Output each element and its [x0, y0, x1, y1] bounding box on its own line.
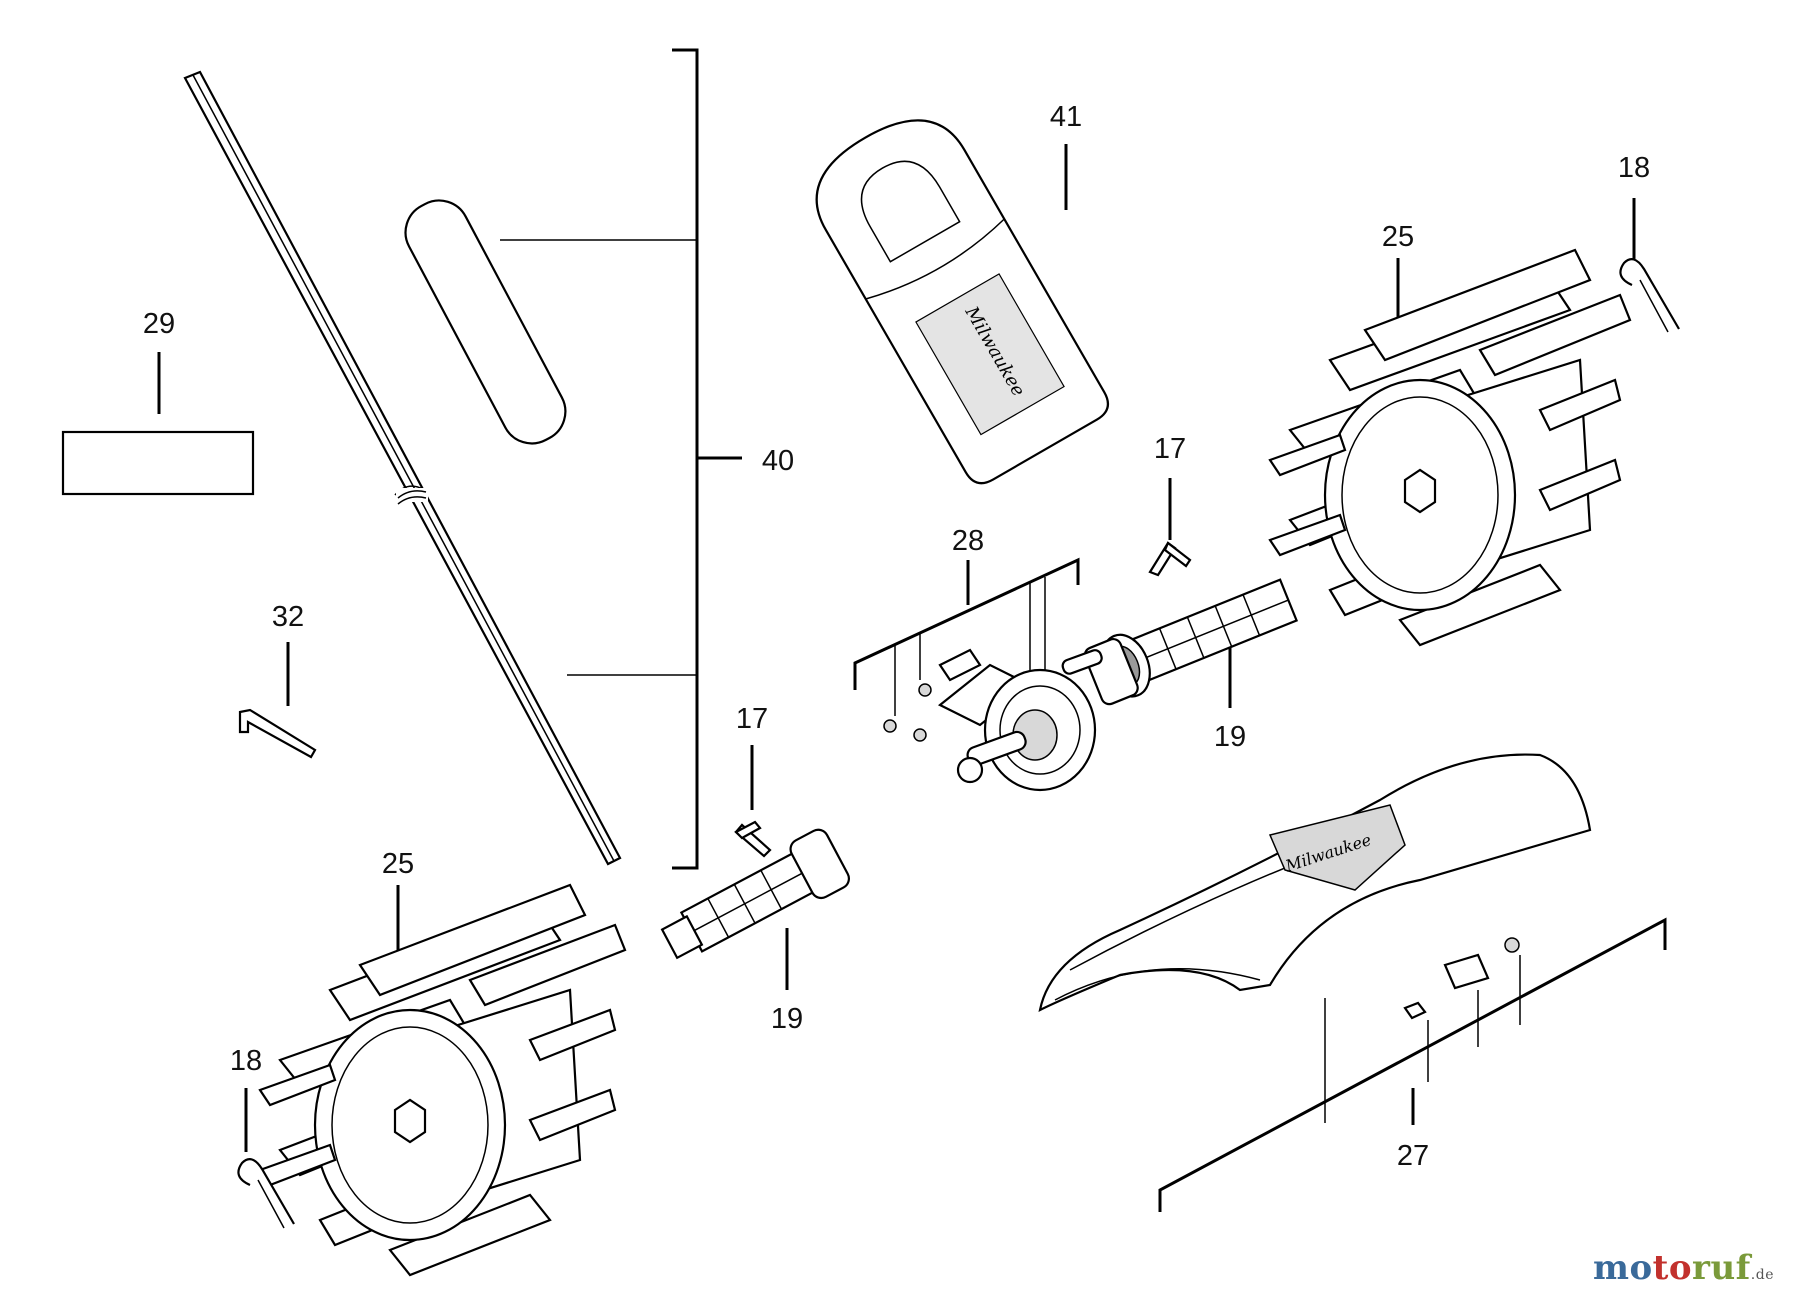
label-27: 27 — [1397, 1140, 1429, 1172]
part-28-gearbox — [853, 557, 1103, 792]
part-29-label-plate — [61, 352, 255, 496]
site-watermark: motoruf.de — [1592, 1248, 1774, 1288]
part-18-hitch-pin-top — [1619, 198, 1680, 333]
part-27-cover-shield: Milwaukee — [1038, 753, 1667, 1212]
label-18-low: 18 — [230, 1045, 262, 1077]
label-25-top: 25 — [1382, 221, 1414, 253]
label-25-low: 25 — [382, 848, 414, 880]
label-41: 41 — [1050, 101, 1082, 133]
label-18-top: 18 — [1618, 152, 1650, 184]
part-25-tine-rotor-low — [258, 883, 627, 1277]
label-28: 28 — [952, 525, 984, 557]
part-17-hex-key-mid — [1148, 478, 1192, 577]
shaft — [183, 70, 622, 866]
part-19-coupler-mid — [1083, 578, 1299, 708]
part-18-hitch-pin-low — [237, 1088, 295, 1229]
part-41-storage-bag: Milwaukee — [815, 119, 1110, 485]
part-40-bracket — [500, 48, 742, 870]
label-40: 40 — [762, 445, 794, 477]
label-17-low: 17 — [736, 703, 768, 735]
part-19-coupler-low — [660, 828, 850, 990]
label-32: 32 — [272, 601, 304, 633]
label-19-mid: 19 — [1214, 721, 1246, 753]
label-19-low: 19 — [771, 1003, 803, 1035]
grip-sleeve — [404, 199, 567, 445]
part-25-tine-rotor-top — [1268, 248, 1632, 647]
part-17-hex-key-low — [734, 745, 772, 858]
label-17-mid: 17 — [1154, 433, 1186, 465]
label-29: 29 — [143, 308, 175, 340]
callout-labels: 41 18 25 29 40 17 28 32 19 17 25 19 18 2… — [143, 101, 1650, 1172]
part-32-hex-key — [238, 642, 317, 759]
